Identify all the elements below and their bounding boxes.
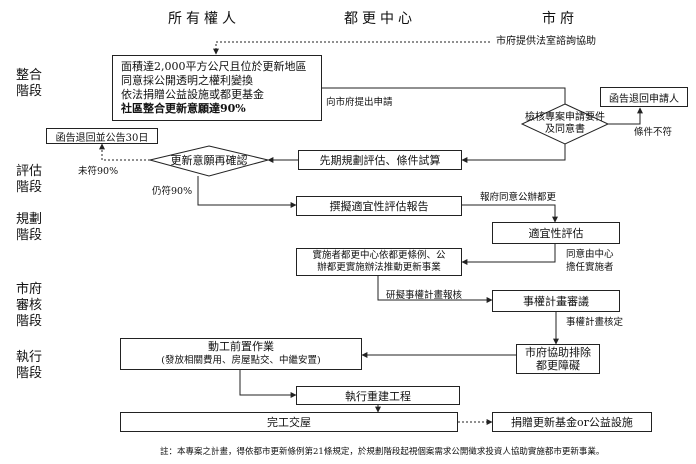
arrow-impl-review: [377, 276, 493, 303]
still-90-label: 仍符90%: [152, 186, 193, 197]
arrow-will-report: [197, 176, 297, 208]
arrow-check-prelim: [461, 144, 566, 163]
suitability-report-box: 撰擬適宜性評估報告: [296, 196, 462, 216]
city-help-box: 市府協助排除 都更障礙: [516, 344, 600, 374]
stage-planning: 規劃 階段: [15, 212, 42, 243]
completion-box: 完工交屋: [120, 412, 458, 432]
draft-plan-label: 研擬事權計畫報核: [386, 290, 463, 301]
stage-execution: 執行 階段: [15, 350, 42, 381]
plan-review-box: 事權計畫審議: [492, 290, 620, 312]
city-agrees-label: 報府同意公辦都更: [480, 192, 557, 203]
footnote: 註：本專案之計畫，得依都市更新條例第21條規定，於規劃階段起視個案需求公開徵求投…: [160, 447, 605, 457]
plan-approved-label: 事權計畫核定: [566, 317, 624, 328]
condition-90: 社區整合更新意願達90%: [121, 102, 246, 115]
arrow-apply: [322, 87, 568, 111]
apply-label: 向市府提出申請: [326, 97, 393, 108]
column-owner: 所有權人: [168, 11, 240, 27]
city-consult-label: 市府提供法室諮詢協助: [496, 36, 596, 47]
suitability-eval-box: 適宜性評估: [492, 222, 620, 244]
condition-transparent: 同意採公開透明之權利變換: [121, 74, 253, 87]
rebuild-box: 執行重建工程: [296, 386, 460, 405]
pre-work-box: 動工前置作業 (發放相關費用、房屋點交、中繼安置): [120, 338, 362, 370]
stage-evaluation: 評估 階段: [15, 164, 42, 195]
check-docs-label: 檢核專案申請要件 及同意書: [525, 112, 605, 135]
preliminary-box: 先期規劃評估、條件試算: [298, 150, 462, 170]
below-90-label: 未符90%: [78, 166, 119, 177]
donate-box: 捐贈更新基金or公益設施: [492, 412, 652, 432]
conditions-box: 面積達2,000平方公尺且位於更新地區 同意採公開透明之權利變換 依法捐贈公益設…: [112, 55, 322, 121]
arrow-check-return: [608, 107, 643, 125]
return-applicant-box: 函告退回申請人: [600, 87, 688, 107]
willingness-label: 更新意願再確認: [170, 154, 248, 167]
docs-insufficient-label: 條件不符: [634, 127, 673, 138]
condition-area: 面積達2,000平方公尺且位於更新地區: [121, 60, 307, 73]
condition-donate: 依法捐贈公益設施或都更基金: [121, 88, 264, 101]
arrow-prework-rebuild: [239, 370, 297, 398]
stage-review: 市府 審核 階段: [15, 282, 42, 329]
check-docs-diamond: [520, 103, 610, 145]
column-center: 都更中心: [344, 11, 416, 27]
arrow-eval-impl: [461, 244, 556, 265]
stage-integration: 整合 階段: [15, 68, 42, 99]
arrow-will-return: [99, 143, 150, 161]
implement-box: 實施者都更中心依都更條例、公 辦都更實施辦法推動更新事業: [296, 248, 462, 276]
willingness-diamond: [149, 145, 269, 177]
arrow-report-eval: [462, 204, 558, 223]
agree-center-label: 同意由中心 擔任實施者: [566, 249, 614, 273]
arrow-consult: [213, 41, 490, 55]
return-announce-box: 函告退回並公告30日: [46, 128, 158, 144]
column-city: 市府: [542, 11, 578, 27]
